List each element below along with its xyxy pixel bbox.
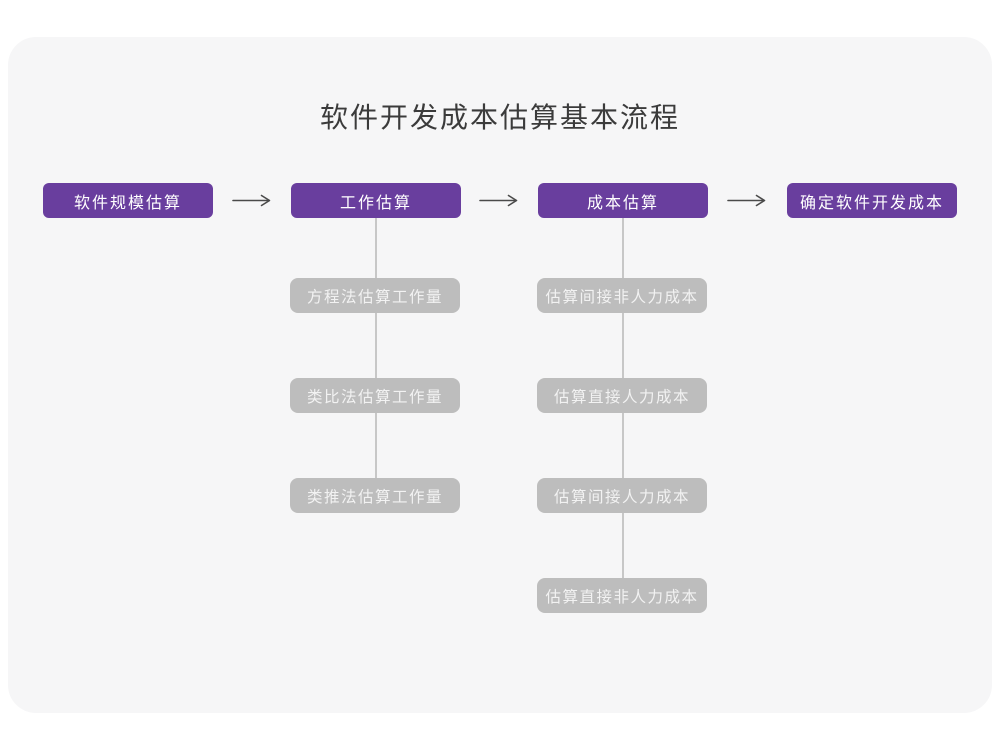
node-direct-labor-cost: 估算直接人力成本 [537,378,707,413]
flowchart-card [8,37,992,713]
node-analogy-method-workload: 类比法估算工作量 [290,378,460,413]
arrow-right-icon [727,194,766,207]
node-determine-development-cost: 确定软件开发成本 [787,183,957,218]
node-indirect-labor-cost: 估算间接人力成本 [537,478,707,513]
node-indirect-non-labor-cost: 估算间接非人力成本 [537,278,707,313]
node-work-estimation: 工作估算 [291,183,461,218]
node-equation-method-workload: 方程法估算工作量 [290,278,460,313]
arrow-right-icon [232,194,271,207]
node-extrapolation-method-workload: 类推法估算工作量 [290,478,460,513]
node-software-scale-estimation: 软件规模估算 [43,183,213,218]
node-direct-non-labor-cost: 估算直接非人力成本 [537,578,707,613]
connector-line-work-estimation [375,218,377,496]
page-title: 软件开发成本估算基本流程 [319,102,680,133]
node-cost-estimation: 成本估算 [538,183,708,218]
arrow-right-icon [479,194,518,207]
